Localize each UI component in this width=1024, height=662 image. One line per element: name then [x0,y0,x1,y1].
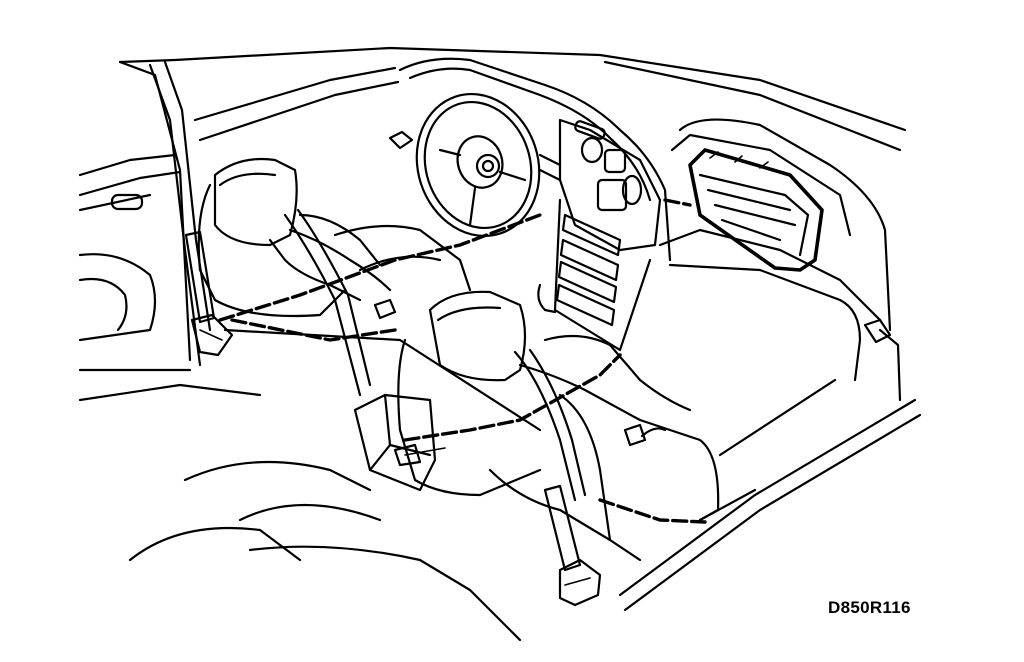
passenger-seatbelt-webbing [513,348,587,502]
passenger-belt-buckle [543,484,602,607]
passenger-seat [397,290,720,562]
b-pillar [118,60,212,367]
center-console [537,198,652,352]
instrument-panel [398,57,672,262]
seat-connectors [373,298,667,447]
dash-side-connector [388,130,414,150]
a-pillar-connector [863,318,902,402]
figure-code: D850R116 [828,598,911,617]
driver-door [78,153,192,372]
steering-wheel [415,92,541,238]
driver-seat [197,157,392,318]
center-armrest-box [353,393,446,492]
floor-and-sill [223,328,922,612]
passenger-dashboard [658,118,892,382]
passenger-airbag-module [688,148,824,272]
roof-and-windshield [118,46,907,152]
rear-seat [78,383,522,642]
airbag-wiring-harness [218,198,707,524]
driver-belt-buckle [184,230,234,357]
driver-seatbelt-webbing [283,208,372,397]
